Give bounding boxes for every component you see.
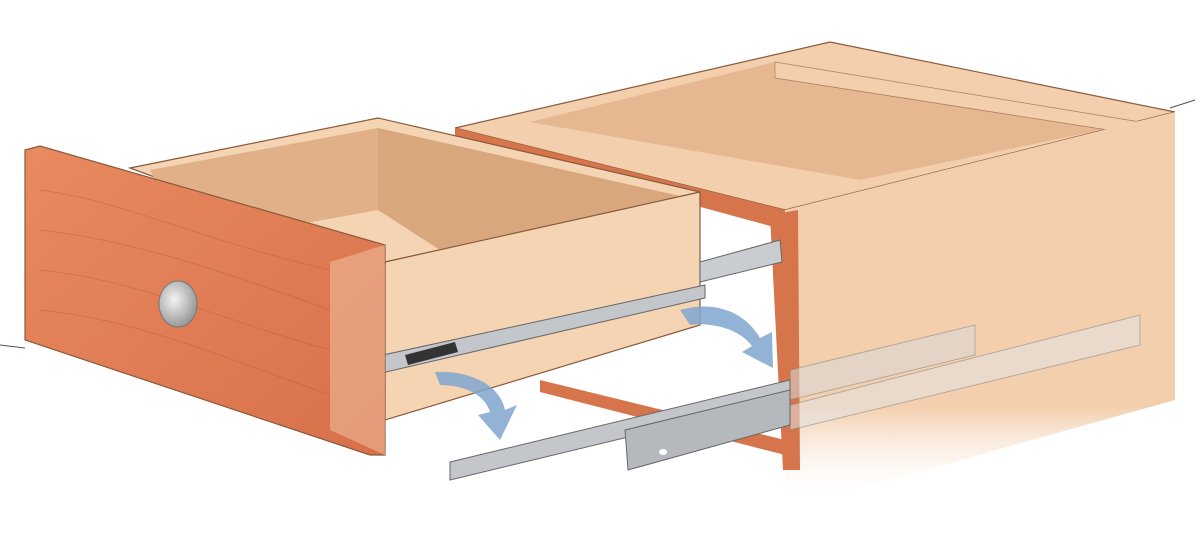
drawer-interior-side	[378, 128, 680, 250]
detached-slide	[449, 379, 791, 481]
curved-arrow-icon	[435, 371, 517, 440]
guide-line	[0, 344, 26, 349]
drawer-front	[24, 145, 386, 456]
drawer-knob-icon	[158, 280, 198, 328]
drawer-slide	[359, 239, 783, 379]
cabinet-opening	[530, 62, 1140, 180]
guide-line	[1169, 99, 1196, 109]
release-lever	[405, 342, 458, 365]
curved-arrow-icon	[680, 306, 773, 368]
